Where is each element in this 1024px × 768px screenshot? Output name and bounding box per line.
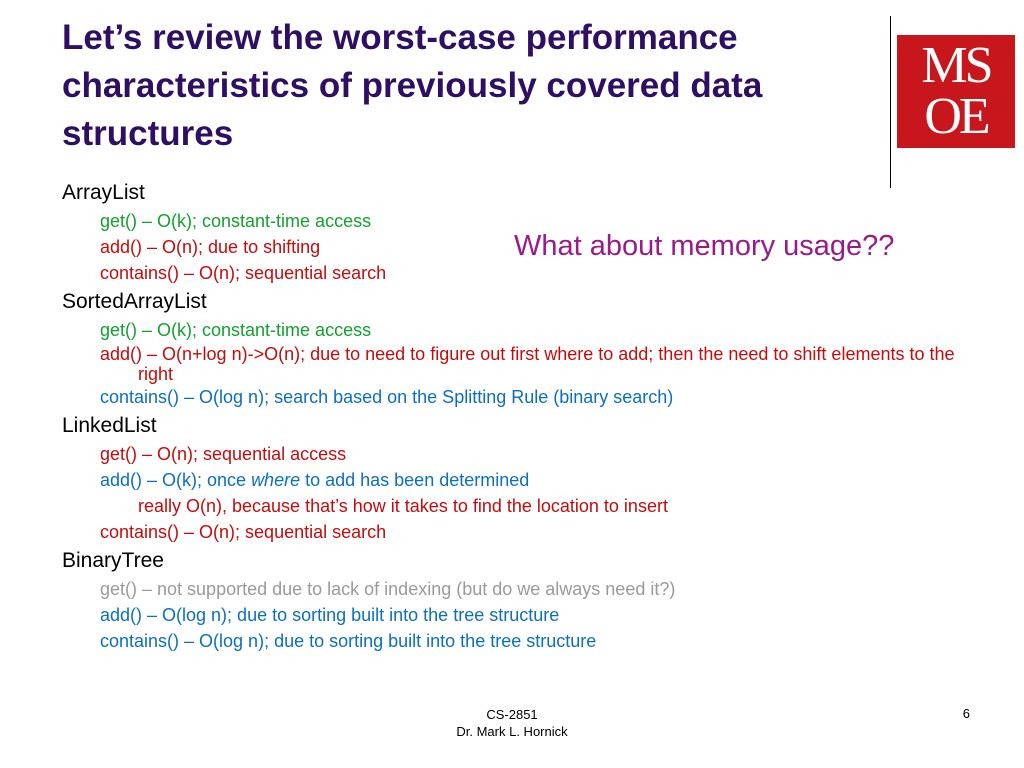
binarytree-contains: contains() – O(log n); due to sorting bu… [100,631,597,651]
heading-arraylist: ArrayList [62,181,145,204]
heading-binarytree: BinaryTree [62,549,164,572]
linkedlist-add-emphasis: where [251,470,301,490]
sortedarraylist-add: add() – O(n+log n)->O(n); due to need to… [100,344,955,384]
arraylist-contains: contains() – O(n); sequential search [100,263,387,283]
linkedlist-add-note: really O(n), because that’s how it takes… [138,496,668,516]
linkedlist-contains: contains() – O(n); sequential search [100,522,387,542]
linkedlist-add: add() – O(k); once where to add has been… [100,468,962,493]
footer-author: Dr. Mark L. Hornick [456,724,568,739]
slide-title: Let’s review the worst-case performance … [62,18,763,153]
divider-line [890,16,891,188]
sortedarraylist-contains: contains() – O(log n); search based on t… [100,387,674,407]
linkedlist-add-suffix: to add has been determined [300,470,530,490]
heading-sortedarraylist: SortedArrayList [62,290,207,313]
linkedlist-get: get() – O(n); sequential access [100,444,347,464]
page-number: 6 [962,706,970,721]
binarytree-get: get() – not supported due to lack of ind… [100,579,676,599]
arraylist-add: add() – O(n); due to shifting [100,237,321,257]
heading-linkedlist: LinkedList [62,414,157,437]
slide-body: ArrayList get() – O(k); constant-time ac… [62,178,962,655]
binarytree-add: add() – O(log n); due to sorting built i… [100,605,560,625]
arraylist-get: get() – O(k); constant-time access [100,211,372,231]
sortedarraylist-get: get() – O(k); constant-time access [100,320,372,340]
memory-note: What about memory usage?? [514,230,895,262]
logo-line-1: MS [921,37,993,94]
footer-credits: CS-2851 Dr. Mark L. Hornick [420,706,604,740]
logo-line-2: OE [924,88,990,145]
msoe-logo: MS OE [897,35,1015,148]
footer-course: CS-2851 [486,707,538,722]
linkedlist-add-prefix: add() – O(k); once [100,470,252,490]
